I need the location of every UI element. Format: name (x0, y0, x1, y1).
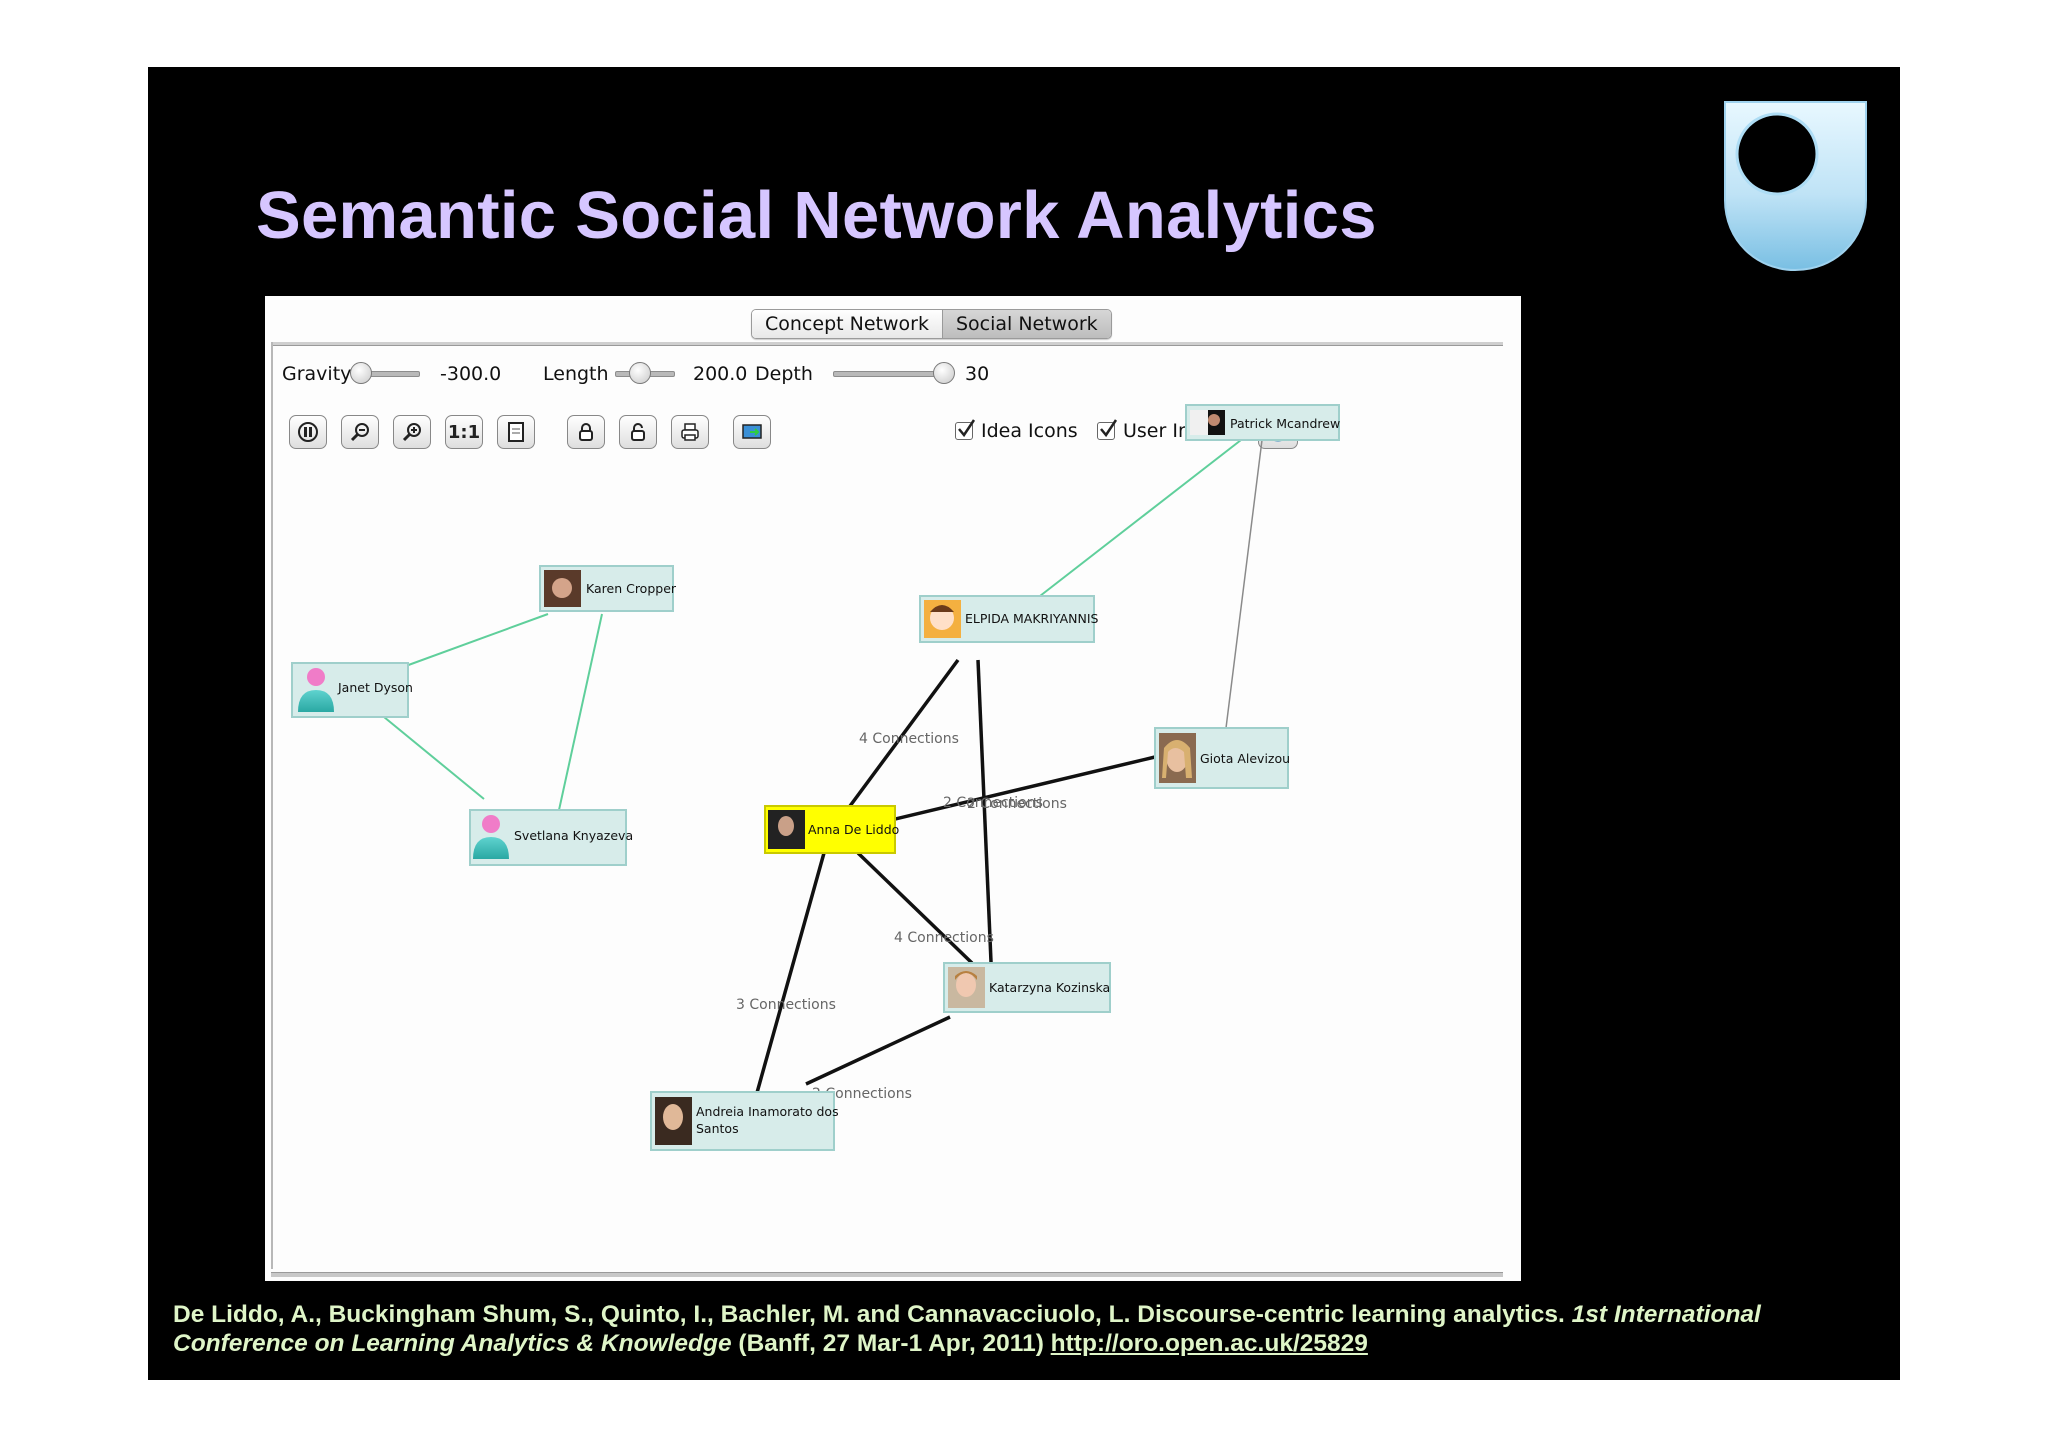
edge-label-anna-elpida: 4 Connections (859, 731, 959, 747)
length-value: 200.0 (693, 363, 748, 385)
edge-anna-katarzyna[interactable] (856, 851, 974, 965)
window-border-left (271, 342, 273, 1269)
citation: De Liddo, A., Buckingham Shum, S., Quint… (173, 1300, 1873, 1358)
edge-janet-svetlana (383, 716, 485, 800)
tab-divider (271, 342, 1503, 346)
edge-label-anna-giota: 2 Connections (943, 795, 1043, 811)
avatar (1159, 733, 1196, 783)
avatar (768, 810, 805, 849)
application-window: Concept Network Social Network Gravity -… (265, 296, 1521, 1281)
edge-patrick-elpida (1039, 439, 1242, 597)
user-images-checkbox-box[interactable] (1097, 419, 1118, 440)
citation-details: (Banff, 27 Mar-1 Apr, 2011) (731, 1330, 1051, 1357)
gravity-slider[interactable] (350, 362, 420, 384)
avatar (655, 1097, 692, 1145)
idea-icons-label: Idea Icons (981, 420, 1078, 442)
export-icon (742, 424, 762, 439)
edge-anna-giota[interactable] (865, 755, 1156, 828)
edge-elpida-katarzyna[interactable] (976, 659, 994, 986)
node-anna[interactable]: Anna De Liddo (764, 805, 899, 854)
node-karen[interactable]: Karen Cropper (539, 565, 677, 612)
depth-slider[interactable] (833, 362, 955, 384)
edge-anna-elpida[interactable] (848, 658, 960, 808)
node-andreia[interactable]: Andreia Inamorato dos Santos (650, 1091, 839, 1151)
zoom-in-button[interactable] (393, 415, 431, 449)
checkmark-icon (958, 419, 976, 438)
avatar (948, 967, 985, 1008)
node-label: Giota Alevizou (1200, 751, 1290, 766)
edge-anna-andreia[interactable] (751, 852, 826, 1108)
edge-label-elpida-katarzyna: 2 Connections (967, 796, 1067, 812)
pause-button[interactable] (289, 415, 327, 449)
actual-size-label: 1:1 (447, 421, 481, 443)
edge-label-anna-andreia: 3 Connections (736, 997, 836, 1013)
page-icon (508, 422, 524, 442)
gravity-value: -300.0 (440, 363, 502, 385)
avatar (924, 600, 961, 638)
edges (383, 439, 1263, 1108)
node-label: ELPIDA MAKRIYANNIS (965, 611, 1099, 626)
node-janet[interactable]: Janet Dyson (291, 662, 413, 718)
node-label: Katarzyna Kozinska (989, 980, 1110, 995)
print-button[interactable] (671, 415, 709, 449)
length-slider-knob[interactable] (629, 362, 651, 384)
citation-venue: 1st International Conference on Learning… (173, 1301, 1761, 1357)
open-university-logo (1724, 101, 1867, 272)
zoom-out-button[interactable] (341, 415, 379, 449)
node-label: Karen Cropper (586, 581, 677, 596)
actual-size-button[interactable]: 1:1 (445, 415, 483, 449)
edge-labels: 4 Connections 2 Connections 2 Connection… (736, 731, 1067, 1102)
citation-authors: De Liddo, A., Buckingham Shum, S., Quint… (173, 1301, 1572, 1328)
edge-label-katarzyna-andreia: 2 Connections (812, 1086, 912, 1102)
default-user-icon (473, 815, 509, 859)
lock-button[interactable] (567, 415, 605, 449)
length-slider[interactable] (615, 362, 675, 384)
node-label: Anna De Liddo (808, 822, 899, 837)
fit-page-button[interactable] (497, 415, 535, 449)
idea-icons-checkbox-box[interactable] (955, 419, 976, 440)
slide-title: Semantic Social Network Analytics (256, 178, 1377, 253)
default-user-icon (298, 668, 334, 712)
citation-link[interactable]: http://oro.open.ac.uk/25829 (1050, 1330, 1368, 1357)
social-network-graph[interactable]: 4 Connections 2 Connections 2 Connection… (265, 296, 1521, 1281)
edge-karen-svetlana (558, 613, 603, 811)
node-label-line2: Santos (696, 1121, 739, 1136)
length-label: Length (543, 363, 609, 385)
gravity-slider-knob[interactable] (350, 362, 372, 384)
idea-icons-checkbox[interactable]: Idea Icons (955, 419, 1078, 442)
unlock-button[interactable] (619, 415, 657, 449)
node-label: Janet Dyson (337, 680, 413, 695)
node-elpida[interactable]: ELPIDA MAKRIYANNIS (919, 595, 1099, 643)
node-patrick[interactable]: Patrick Mcandrew (1185, 404, 1340, 441)
lock-icon (579, 423, 593, 441)
node-label: Patrick Mcandrew (1230, 416, 1340, 431)
view-tabs: Concept Network Social Network (751, 309, 1112, 339)
edge-patrick-giota (1225, 439, 1263, 729)
avatar (544, 570, 581, 607)
export-image-button[interactable] (733, 415, 771, 449)
checkmark-icon (1100, 419, 1118, 438)
edge-katarzyna-andreia[interactable] (805, 1015, 951, 1086)
zoom-out-icon (350, 423, 369, 442)
node-label-line1: Andreia Inamorato dos (696, 1104, 839, 1119)
unlock-icon (631, 423, 645, 441)
node-label: Svetlana Knyazeva (514, 828, 633, 843)
tab-social-network[interactable]: Social Network (941, 310, 1111, 338)
zoom-in-icon (402, 423, 421, 442)
avatar (1190, 410, 1225, 435)
tab-concept-network[interactable]: Concept Network (752, 310, 942, 338)
gravity-label: Gravity (282, 363, 352, 385)
node-giota[interactable]: Giota Alevizou (1154, 727, 1290, 789)
depth-slider-knob[interactable] (933, 362, 955, 384)
depth-value: 30 (965, 363, 990, 385)
slide: Semantic Social Network Analytics Concep… (148, 67, 1900, 1380)
node-katarzyna[interactable]: Katarzyna Kozinska (943, 962, 1111, 1013)
node-svetlana[interactable]: Svetlana Knyazeva (469, 809, 633, 866)
pause-icon (298, 422, 318, 442)
print-icon (681, 423, 699, 441)
depth-label: Depth (755, 363, 813, 385)
window-border-bottom (271, 1272, 1503, 1277)
edge-karen-janet (402, 613, 549, 668)
edge-label-anna-katarzyna: 4 Connections (894, 930, 994, 946)
